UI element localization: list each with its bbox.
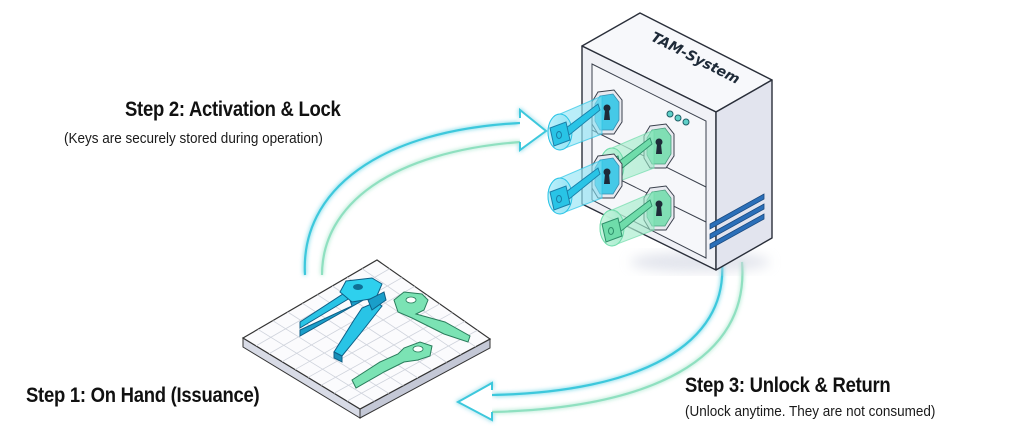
- key-bow: [549, 121, 571, 147]
- arrow-issue-to-lock: [303, 107, 548, 276]
- arrow-return: [455, 261, 744, 422]
- arrow-inner-curve: [320, 140, 521, 276]
- keyhole-icon: [603, 168, 611, 176]
- keyhole-icon: [656, 144, 662, 154]
- arrow-head-right: [519, 107, 548, 152]
- server-vent: [709, 193, 765, 250]
- issuance-tray: [241, 259, 492, 419]
- key-hole: [556, 131, 562, 139]
- tray-key-cyan-1: [299, 277, 383, 337]
- arrow-inner-curve: [491, 261, 744, 414]
- key-bow: [549, 185, 571, 211]
- key-hole: [556, 195, 562, 203]
- grid-line: [272, 320, 390, 394]
- lock-slot: [547, 153, 623, 215]
- indicator-light: [674, 114, 682, 122]
- indicator-lights: [666, 110, 690, 126]
- key-hole: [608, 227, 614, 235]
- server-right: [715, 79, 773, 271]
- arrow-head-left: [455, 381, 493, 422]
- step3-title: Step 3: Unlock & Return: [685, 374, 891, 397]
- step1-title: Step 1: On Hand (Issuance): [26, 384, 260, 407]
- tray-key-cyan-2: [333, 291, 387, 363]
- keyhole-icon: [655, 200, 663, 208]
- step3-subtitle: (Unlock anytime. They are not consumed): [685, 403, 936, 420]
- arrow-outer-curve: [491, 261, 724, 397]
- step2-title: Step 2: Activation & Lock: [125, 98, 341, 121]
- indicator-light: [682, 118, 690, 126]
- keyhole-icon: [655, 138, 663, 146]
- keyhole-icon: [656, 206, 662, 216]
- grid-line: [257, 328, 375, 402]
- lock-slot: [547, 89, 623, 151]
- keyhole-icon: [603, 104, 611, 112]
- arrow-outer-curve: [303, 121, 521, 276]
- tray-key-green-2: [351, 341, 433, 389]
- grid-line: [302, 302, 418, 379]
- tray-key-green-1: [393, 291, 471, 343]
- step2-subtitle: (Keys are securely stored during operati…: [64, 130, 323, 147]
- lock-slot: [599, 185, 675, 247]
- key-bow: [601, 217, 623, 243]
- grid-line: [281, 285, 415, 363]
- keyhole-icon: [604, 110, 610, 120]
- grid-line: [346, 329, 478, 402]
- lock-slots: [547, 89, 675, 247]
- indicator-light: [666, 110, 674, 118]
- keyhole-icon: [604, 174, 610, 184]
